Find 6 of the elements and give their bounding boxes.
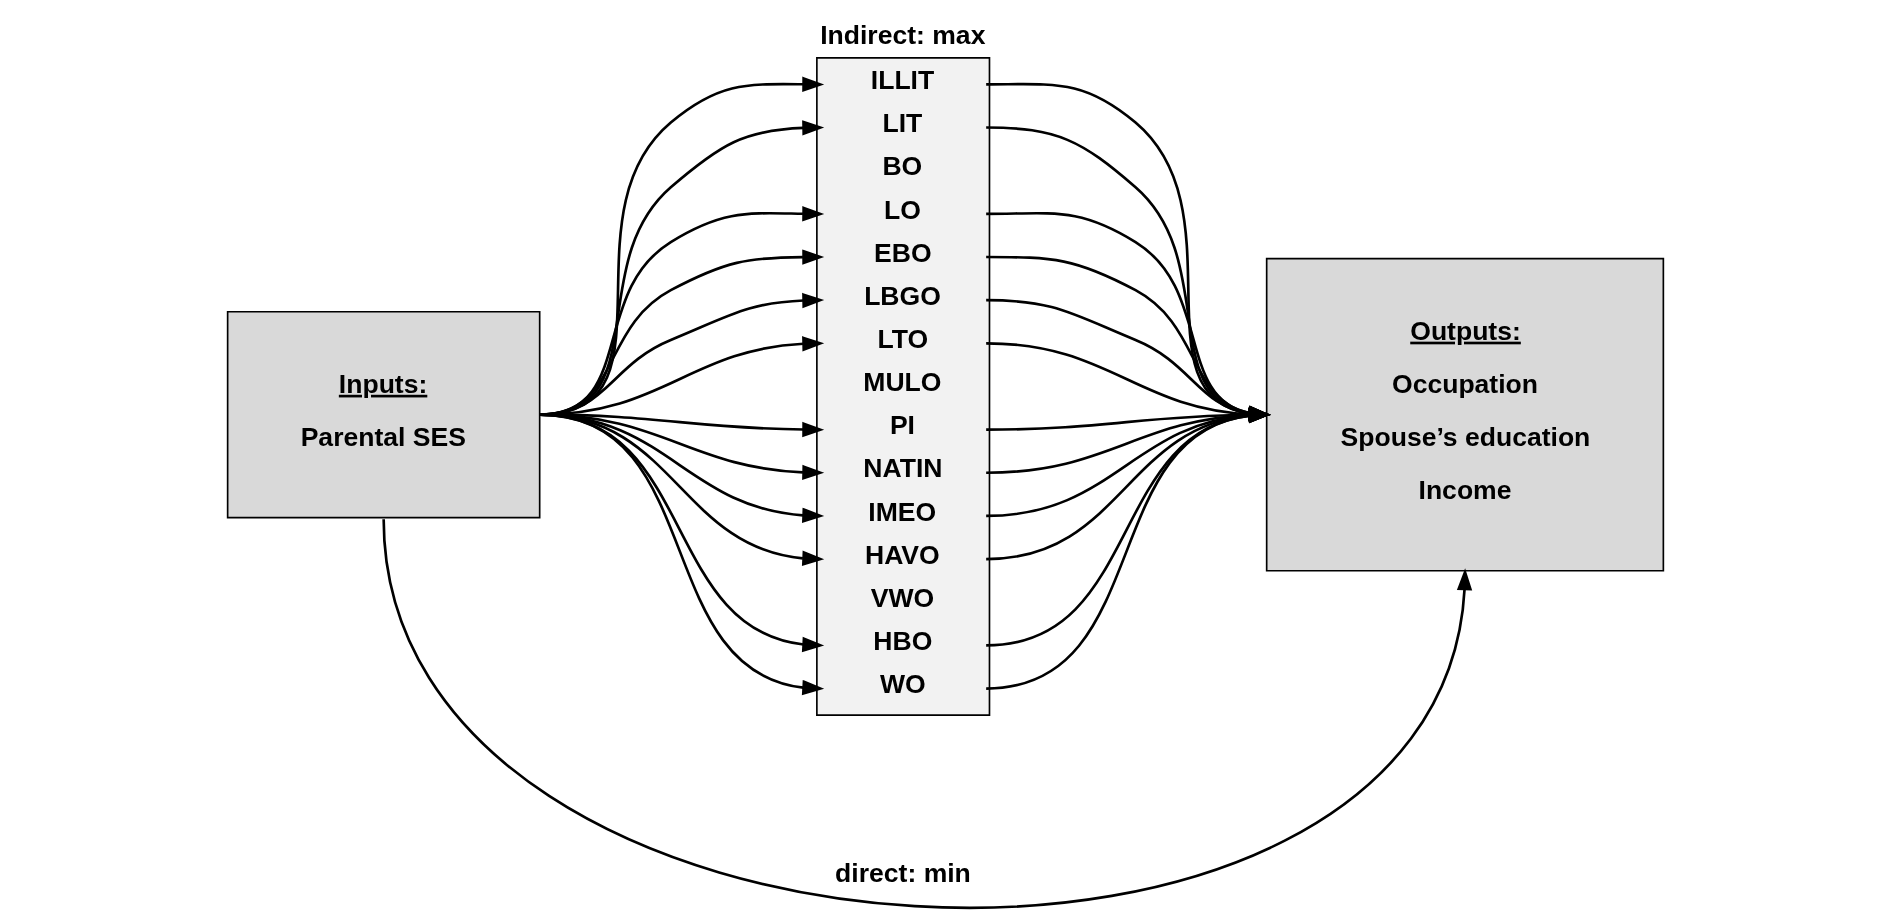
- node-box: Inputs: Parental SES: [226, 310, 541, 519]
- edge-label: direct: min: [835, 858, 971, 889]
- node-box: Outputs: Occupation Spouse’s education Income: [1265, 257, 1665, 572]
- node-label: Indirect: max: [820, 20, 986, 51]
- arrow: [382, 519, 1473, 908]
- arrow: [539, 413, 825, 696]
